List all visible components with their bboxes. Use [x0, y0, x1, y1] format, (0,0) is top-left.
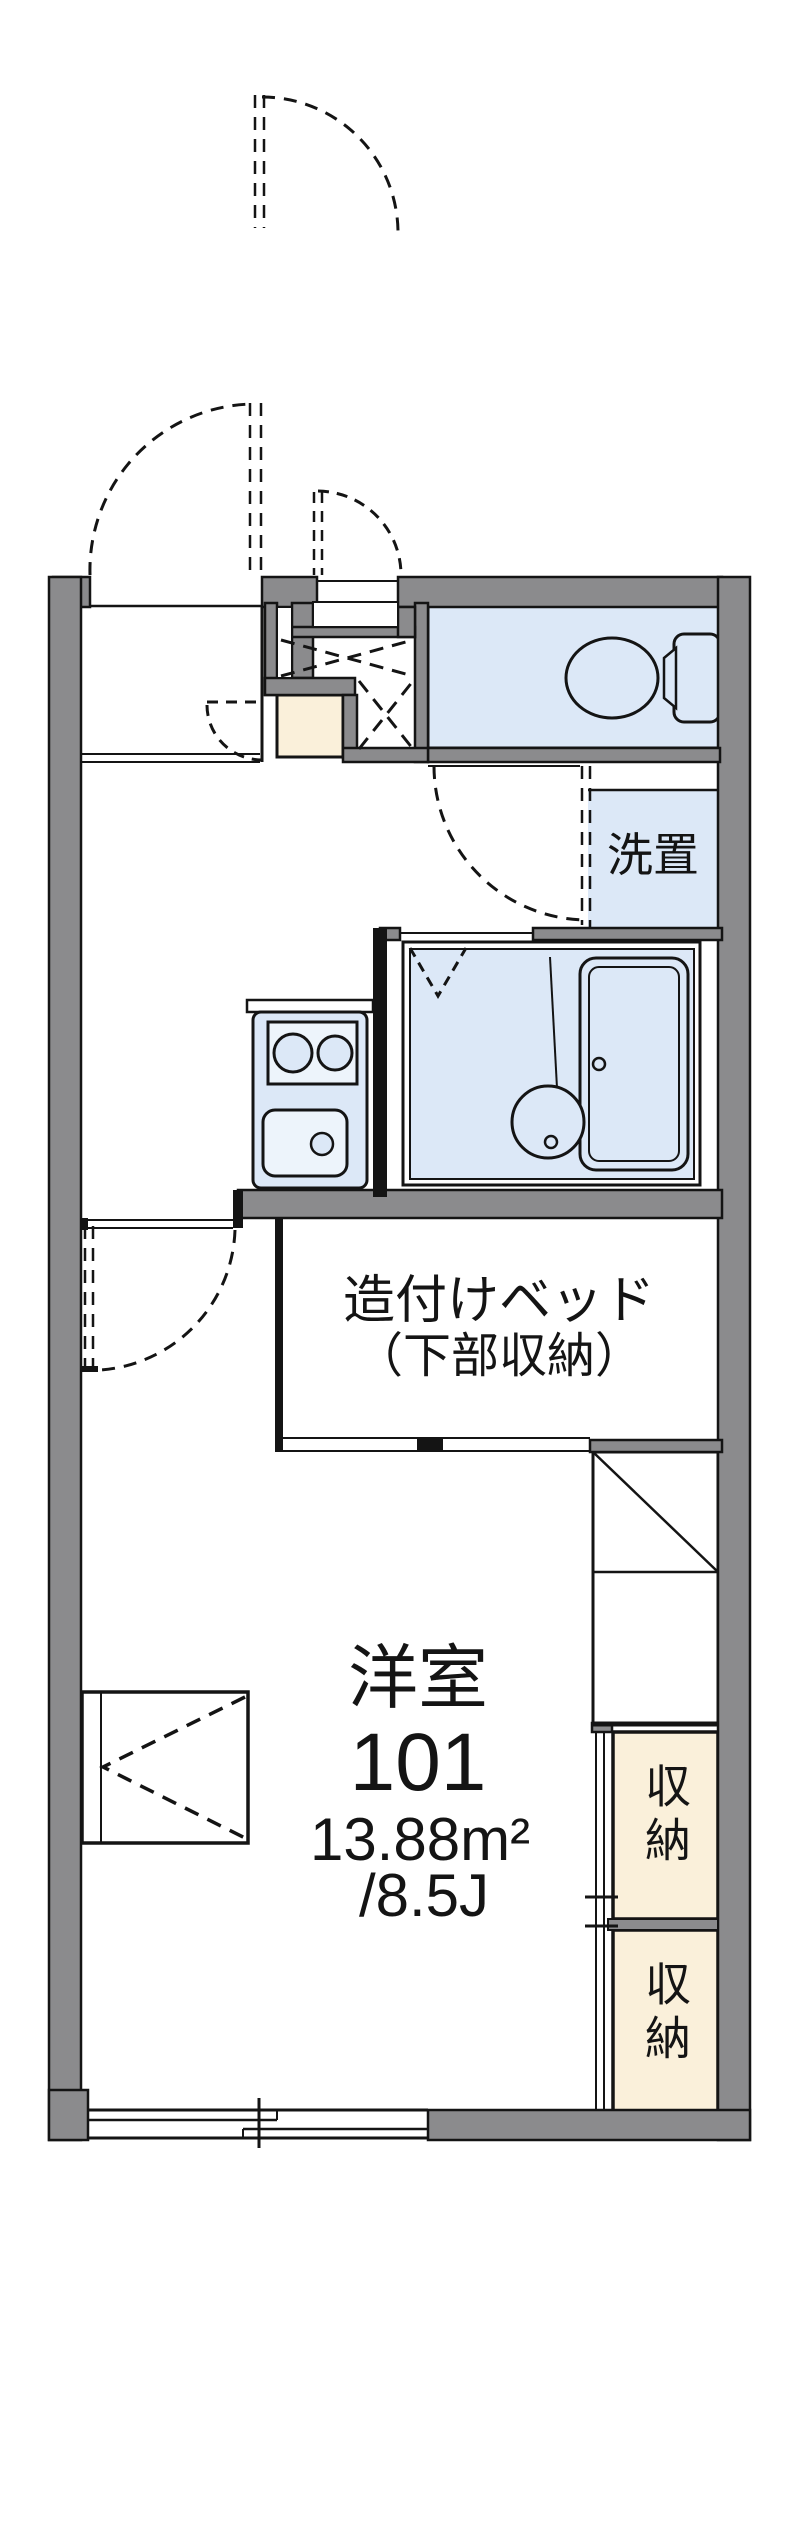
washer-place-label: 洗置 [607, 829, 699, 881]
bed-room-left-wall [275, 1218, 283, 1452]
pipe-space-icon [280, 638, 415, 750]
room-area-m2-label: 13.88m² [309, 1806, 531, 1873]
bathtub-icon [578, 956, 690, 1172]
toilet-door-swing-icon [432, 765, 592, 927]
shoe-cabinet [275, 693, 345, 759]
washer-area [588, 788, 720, 927]
built-in-bed-label-line1: 造付けベッド [342, 1272, 656, 1330]
shower-door-line [549, 956, 558, 1089]
room-number-label: 101 [349, 1717, 487, 1808]
toilet-room [426, 603, 722, 750]
threshold-lines [81, 580, 718, 2110]
wall-openings [276, 601, 399, 679]
kitchen-partition-wall [373, 928, 387, 1197]
kitchen-unit [245, 998, 375, 1190]
wall-posts [80, 928, 443, 1452]
bathroom [401, 940, 702, 1187]
sliding-window-icon [88, 2098, 428, 2148]
entrance-door-swing-icon [88, 402, 263, 576]
room-area-jo-label: /8.5J [358, 1862, 490, 1929]
closet-lower-label: 収納 [639, 1960, 691, 2068]
toilet-icon [564, 632, 722, 724]
outer-door-swing-icon [253, 95, 400, 232]
closet-lower-box [611, 1928, 720, 2113]
stove-icon [266, 1020, 359, 1086]
room-door-swing-icon [83, 1226, 237, 1372]
washbasin-icon [510, 1084, 586, 1160]
built-in-bed-label-line2: （下部収納） [354, 1330, 644, 1383]
door-stop-tick [82, 1366, 98, 1372]
room-name-label: 洋室 [348, 1639, 488, 1717]
closet-upper-box [611, 1730, 720, 1921]
sink-icon [261, 1108, 349, 1178]
side-window-icon [80, 1690, 250, 1845]
refrigerator-space [591, 1450, 720, 1725]
walls [47, 575, 752, 2142]
hall-door-swing-icon [205, 700, 263, 762]
bath-folding-door-icon [408, 947, 468, 999]
duct-notch [312, 601, 399, 628]
closet-upper-label: 収納 [639, 1762, 691, 1870]
duct-door-swing-icon [312, 489, 403, 575]
